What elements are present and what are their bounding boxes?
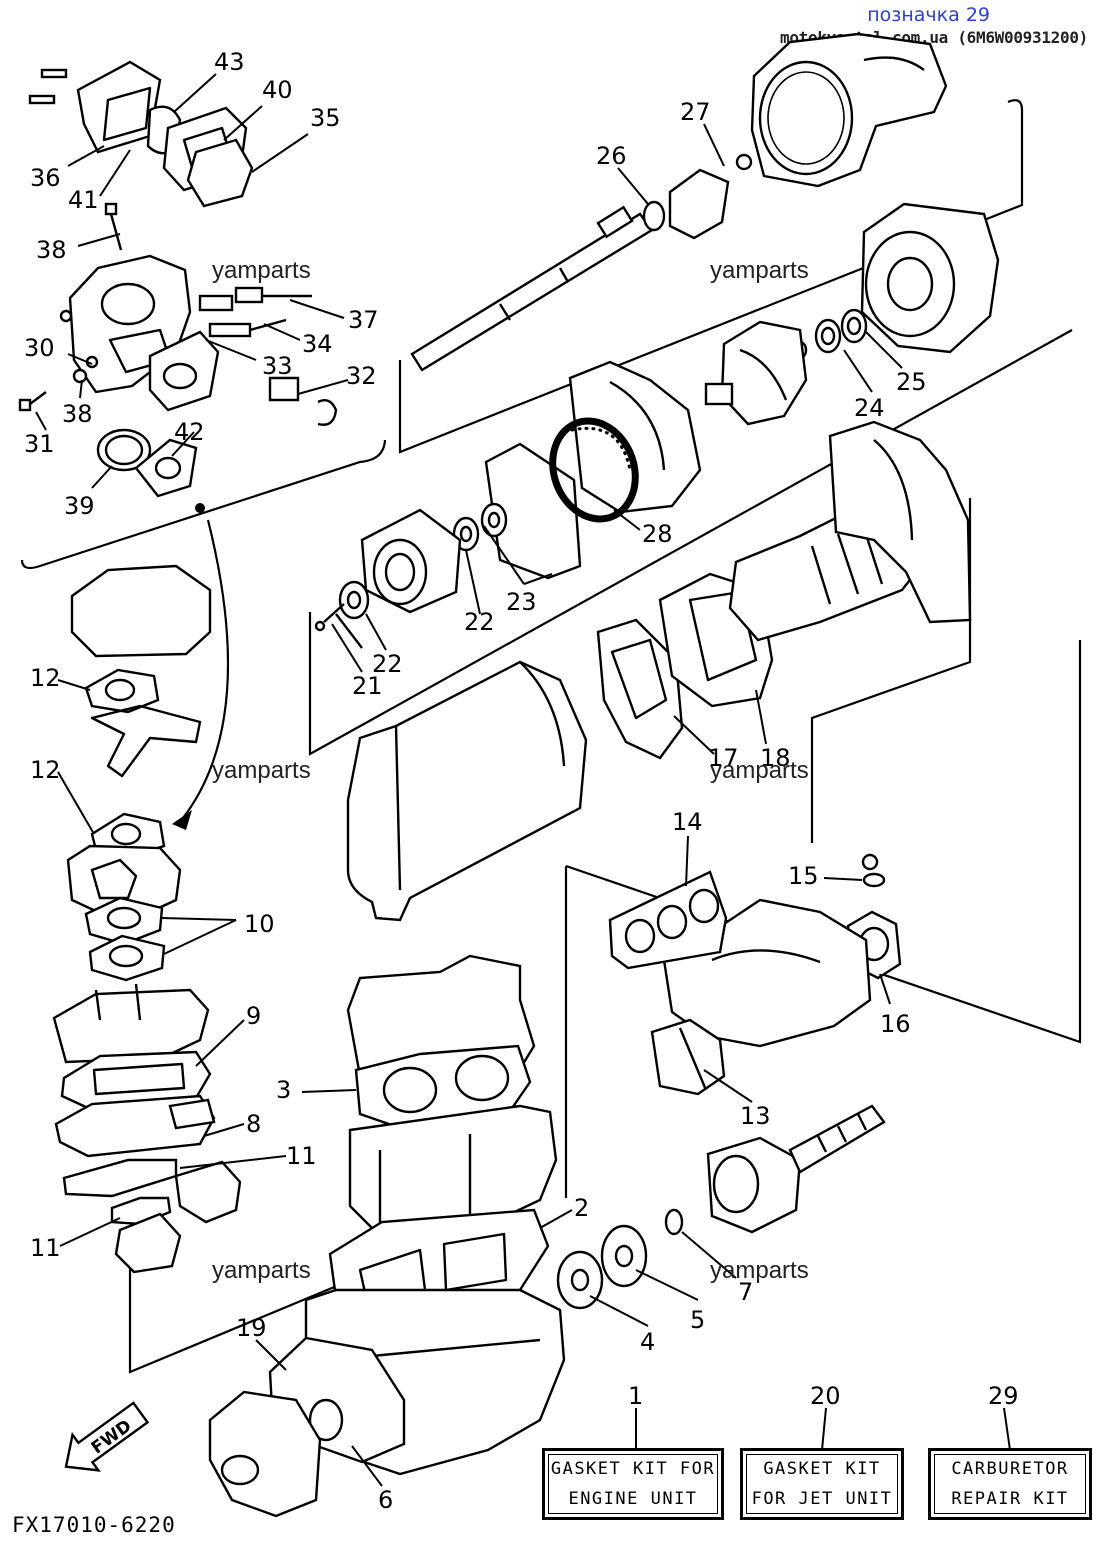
- callout-26: 26: [596, 142, 627, 170]
- callout-6: 6: [378, 1486, 393, 1514]
- callout-12a: 12: [30, 664, 61, 692]
- kit-1-line1: GASKET KIT FOR: [550, 1459, 716, 1479]
- callout-10: 10: [244, 910, 275, 938]
- watermark-3: yamparts: [212, 757, 311, 784]
- callout-24: 24: [854, 394, 885, 422]
- callout-36: 36: [30, 164, 61, 192]
- fwd-arrow: FWD: [64, 1401, 150, 1472]
- callout-15: 15: [788, 862, 819, 890]
- callout-8: 8: [246, 1110, 261, 1138]
- carburetor-assembly: [18, 60, 338, 513]
- engine-block: [208, 954, 648, 1518]
- callout-16: 16: [880, 1010, 911, 1038]
- callout-32: 32: [346, 362, 377, 390]
- callout-13: 13: [740, 1102, 771, 1130]
- page-link[interactable]: позначка 29: [867, 4, 990, 26]
- callout-9: 9: [246, 1002, 261, 1030]
- callout-31: 31: [24, 430, 55, 458]
- kit-carburetor-repair[interactable]: CARBURETOR REPAIR KIT: [928, 1448, 1092, 1520]
- callout-11b: 11: [30, 1234, 61, 1262]
- kit-1-number: 1: [628, 1382, 644, 1410]
- callout-17: 17: [708, 744, 739, 772]
- callout-3: 3: [276, 1076, 291, 1104]
- callout-43: 43: [214, 48, 245, 76]
- watermark-6: yamparts: [710, 1257, 809, 1284]
- callout-4: 4: [640, 1328, 655, 1356]
- callout-41: 41: [68, 186, 99, 214]
- kit-1-line2: ENGINE UNIT: [568, 1489, 698, 1509]
- watermark-1: yamparts: [212, 257, 311, 284]
- kit-engine-gasket[interactable]: GASKET KIT FOR ENGINE UNIT: [542, 1448, 724, 1520]
- callout-37: 37: [348, 306, 379, 334]
- callout-35: 35: [310, 104, 341, 132]
- kit-20-line1: GASKET KIT: [763, 1459, 881, 1479]
- kit-29-number: 29: [988, 1382, 1019, 1410]
- kit-jet-gasket[interactable]: GASKET KIT FOR JET UNIT: [740, 1448, 904, 1520]
- callout-25: 25: [896, 368, 927, 396]
- exhaust-system: [346, 494, 934, 922]
- callout-34: 34: [302, 330, 333, 358]
- manifold-gasket: [608, 870, 728, 970]
- callout-14: 14: [672, 808, 703, 836]
- watermark-5: yamparts: [212, 1257, 311, 1284]
- jet-unit-middle: [314, 360, 702, 649]
- watermark-4: yamparts: [710, 757, 809, 784]
- callout-22b: 22: [372, 650, 403, 678]
- callout-38a: 38: [36, 236, 67, 264]
- callout-28: 28: [642, 520, 673, 548]
- leader-lines: [35, 73, 1011, 1487]
- callout-30: 30: [24, 334, 55, 362]
- jet-drive-shaft-group: [410, 32, 1000, 426]
- callout-40: 40: [262, 76, 293, 104]
- callout-18: 18: [760, 744, 791, 772]
- callout-42: 42: [174, 418, 205, 446]
- callout-11a: 11: [286, 1142, 317, 1170]
- callout-33: 33: [262, 352, 293, 380]
- callout-7: 7: [738, 1278, 753, 1306]
- callout-numbers: 43 40 35 36 41 38 37 34 33 32 30 38 31 4…: [24, 48, 927, 1514]
- callout-19: 19: [236, 1314, 267, 1342]
- kit-20-number: 20: [810, 1382, 841, 1410]
- kit-29-line1: CARBURETOR: [951, 1459, 1069, 1479]
- callout-23: 23: [506, 588, 537, 616]
- intake-stack: [52, 564, 242, 1274]
- callout-21: 21: [352, 672, 383, 700]
- callout-5: 5: [690, 1306, 705, 1334]
- kit-29-line2: REPAIR KIT: [951, 1489, 1069, 1509]
- callout-2: 2: [574, 1194, 589, 1222]
- callout-22a: 22: [464, 608, 495, 636]
- callout-12b: 12: [30, 756, 61, 784]
- callout-27: 27: [680, 98, 711, 126]
- kit-20-line2: FOR JET UNIT: [751, 1489, 893, 1509]
- watermarks: yamparts yamparts yamparts yamparts yamp…: [212, 257, 809, 1284]
- callout-38b: 38: [62, 400, 93, 428]
- callout-39: 39: [64, 492, 95, 520]
- drawing-code: FX17010-6220: [12, 1513, 176, 1537]
- watermark-2: yamparts: [710, 257, 809, 284]
